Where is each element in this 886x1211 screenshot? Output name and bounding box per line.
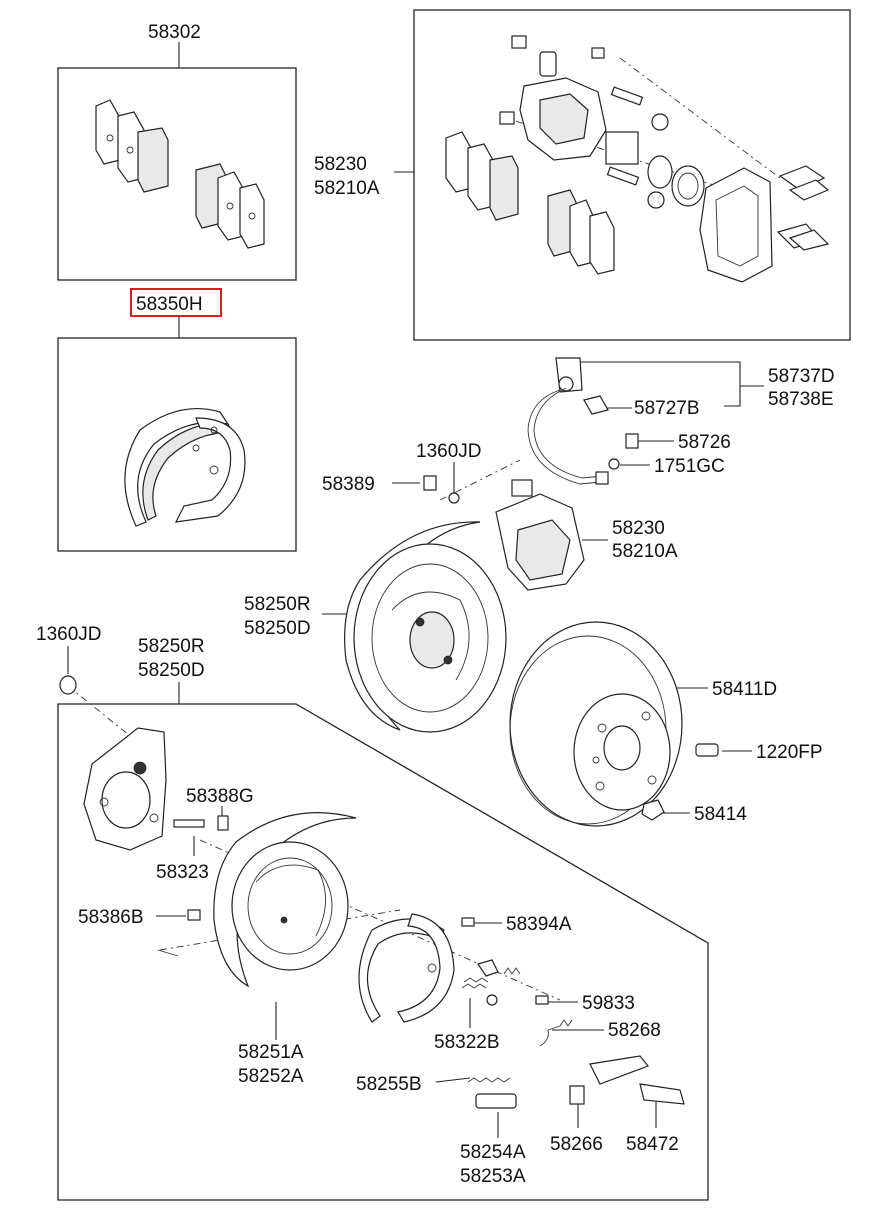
label-58254a: 58254A (460, 1142, 526, 1163)
label-58411d: 58411D (712, 679, 777, 700)
label-58266: 58266 (550, 1134, 603, 1155)
label-1220fp: 1220FP (756, 742, 823, 763)
label-58394a: 58394A (506, 914, 572, 935)
caliper-bracket (699, 167, 773, 283)
backing-plate (83, 727, 167, 851)
brake-pad-kit-box (57, 67, 297, 281)
label-58250r-box: 58250R (138, 636, 205, 657)
brake-pads-rear-pair (195, 163, 265, 249)
rotor-bolt-and-nut (641, 743, 719, 821)
brake-hose-assembly (527, 357, 639, 485)
label-58230-top: 58230 (314, 154, 367, 175)
label-58250r-mid: 58250R (244, 594, 311, 615)
label-58727b: 58727B (634, 398, 700, 419)
label-58737d: 58737D (768, 366, 835, 387)
label-58268: 58268 (608, 1020, 661, 1041)
label-58726: 58726 (678, 432, 731, 453)
caliper-housing (499, 35, 607, 161)
label-58250d-box: 58250D (138, 660, 205, 681)
label-58210a-mid: 58210A (612, 541, 678, 562)
label-58250d-mid: 58250D (244, 618, 311, 639)
label-58252a: 58252A (238, 1066, 304, 1087)
parking-brake-shoe-set (124, 407, 246, 527)
label-58255b: 58255B (356, 1074, 422, 1095)
label-58323: 58323 (156, 862, 209, 883)
label-58302: 58302 (148, 22, 201, 43)
label-58253a: 58253A (460, 1166, 526, 1187)
springs-and-hardware (461, 917, 685, 1109)
caliper-assembly-box (413, 9, 851, 341)
label-58389: 58389 (322, 474, 375, 495)
label-58472: 58472 (626, 1134, 679, 1155)
part-labels: 58302 58230 58210A 58350H 58737D 58738E … (36, 22, 835, 1187)
label-1751gc: 1751GC (654, 456, 725, 477)
small-pins-58323-58388g (157, 815, 229, 957)
part-highlight-box (130, 288, 222, 317)
brake-pads-front-pair (95, 99, 169, 193)
caliper-guide-pins (591, 47, 669, 209)
parking-shoes-box (358, 913, 455, 1023)
caliper-pads (445, 131, 615, 275)
rear-caliper-mid (423, 475, 585, 591)
label-58414: 58414 (694, 804, 747, 825)
label-58350h: 58350H (136, 294, 203, 315)
label-59833: 59833 (582, 993, 635, 1014)
label-58210a-top: 58210A (314, 178, 380, 199)
label-58230-mid: 58230 (612, 518, 665, 539)
washer-1360jd (59, 675, 77, 695)
backing-plate-mid (344, 521, 507, 733)
label-58738e: 58738E (768, 389, 834, 410)
label-1360jd-left: 1360JD (36, 624, 102, 645)
backing-plate-assembly-box (57, 703, 709, 1201)
anti-rattle-clips (776, 165, 830, 251)
label-58388g: 58388G (186, 786, 254, 807)
label-58251a: 58251A (238, 1042, 304, 1063)
brake-disc-rotor (509, 621, 683, 827)
label-58322b: 58322B (434, 1032, 500, 1053)
label-1360jd-mid: 1360JD (416, 441, 482, 462)
caliper-piston-and-seals (605, 131, 705, 207)
dust-shield-box (213, 812, 357, 988)
label-58386b: 58386B (78, 907, 144, 928)
parking-shoe-kit-box (57, 337, 297, 552)
